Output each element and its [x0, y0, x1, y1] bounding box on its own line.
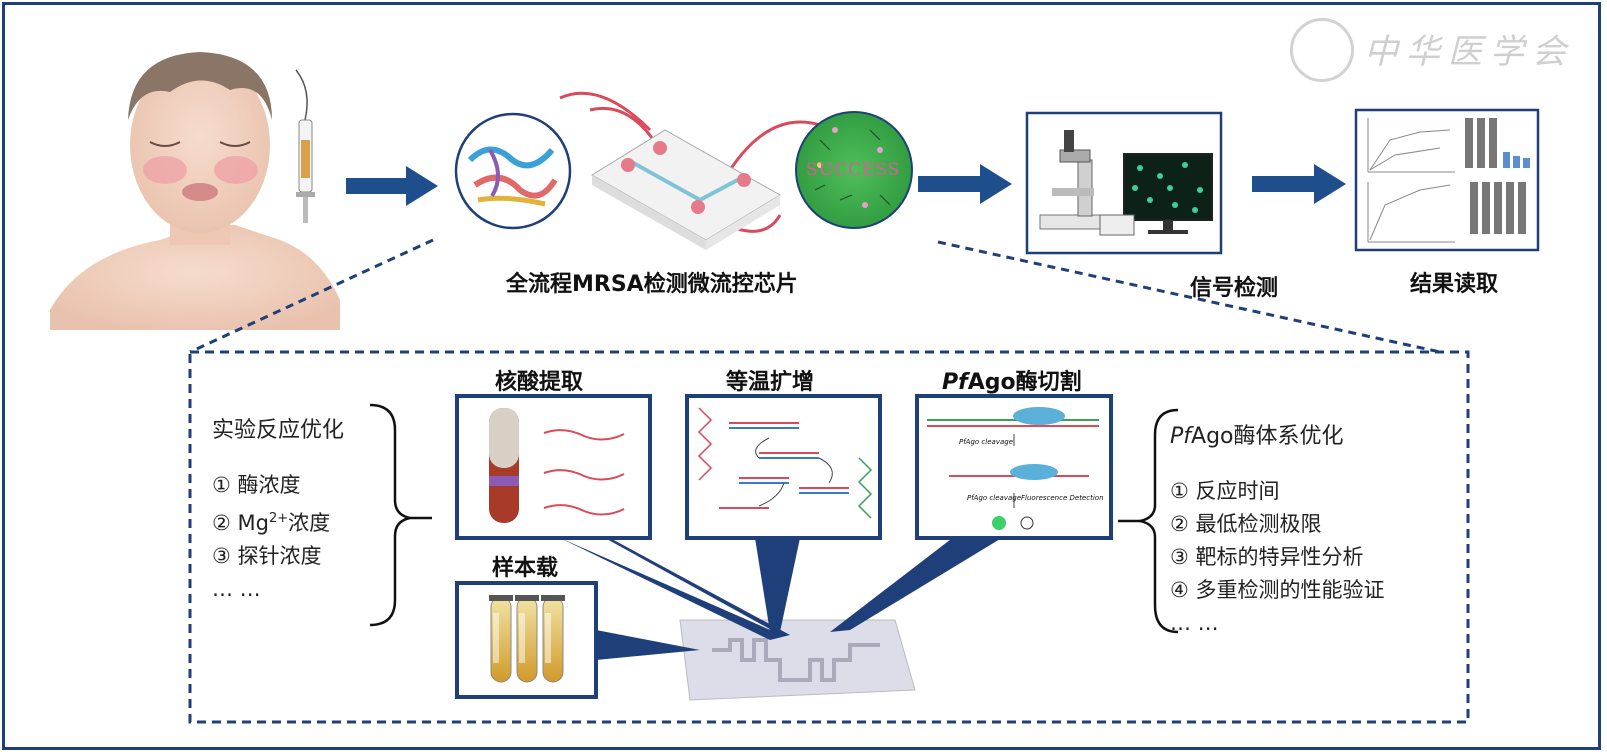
- callout-pointer-sample: [596, 630, 700, 660]
- syringe-icon: [295, 69, 315, 223]
- callout-pointer-extraction: [560, 538, 790, 640]
- sample-panel: [455, 581, 598, 699]
- result-plots-icon: [1367, 118, 1455, 243]
- detail-box: [188, 350, 1470, 724]
- signal-label: 信号检测: [1190, 276, 1279, 301]
- callout-pointer-amplification: [755, 538, 800, 632]
- cleavage-step1: PfAgo cleavage: [959, 438, 1013, 446]
- right-list-item-2: ② 最低检测极限: [1170, 512, 1322, 536]
- arrow-2: [918, 164, 1012, 204]
- microfluidic-chip-bottom: [679, 619, 916, 701]
- cleavage-panel: PfAgo cleavage PfAgo cleavage Fluorescen…: [915, 394, 1113, 540]
- right-list-item-4: ④ 多重检测的性能验证: [1170, 578, 1385, 602]
- right-list-title: PfAgo酶体系优化: [1170, 424, 1344, 449]
- left-brace: [369, 403, 411, 627]
- left-list-item-4: … …: [212, 577, 261, 601]
- right-list-item-5: … …: [1170, 611, 1219, 635]
- arrow-1: [346, 166, 438, 206]
- microscope-icon: [1039, 130, 1111, 230]
- arrow-3: [1252, 164, 1346, 204]
- result-bars-icon: [1465, 118, 1530, 234]
- right-list-item-3: ③ 靶标的特异性分析: [1170, 545, 1364, 569]
- sample-tubes-icon: [489, 595, 565, 683]
- monitor-icon: [1099, 153, 1213, 236]
- right-list-item-1: ① 反应时间: [1170, 479, 1280, 503]
- cleavage-label: PfAgo酶切割: [942, 370, 1082, 395]
- left-list-item-3: ③ 探针浓度: [212, 544, 322, 568]
- bacteria-circle: [454, 112, 572, 230]
- extraction-panel: [455, 394, 652, 540]
- watermark-seal-icon: [1290, 18, 1354, 82]
- callout-pointer-cleavage: [830, 536, 1005, 632]
- left-list-title: 实验反应优化: [212, 418, 345, 443]
- left-list-item-2: ② Mg2+浓度: [212, 511, 331, 535]
- cleavage-step2b: Fluorescence Detection: [1021, 494, 1104, 502]
- result-label: 结果读取: [1410, 272, 1499, 297]
- left-list-item-1: ① 酶浓度: [212, 473, 301, 497]
- dashed-connector-left: [189, 238, 434, 354]
- chip-label: 全流程MRSA检测微流控芯片: [506, 272, 798, 297]
- dashed-connector-right: [937, 240, 1441, 354]
- left-optimization-list: 实验反应优化 ① 酶浓度 ② Mg2+浓度 ③ 探针浓度 … …: [212, 414, 344, 606]
- watermark: 中华医学会: [1364, 32, 1574, 72]
- amplification-panel: [685, 394, 882, 540]
- extraction-label: 核酸提取: [495, 370, 584, 395]
- amplification-label: 等温扩增: [726, 370, 815, 395]
- patient-illustration: [50, 52, 340, 330]
- success-dish: [795, 111, 913, 229]
- right-optimization-list: PfAgo酶体系优化 ① 反应时间 ② 最低检测极限 ③ 靶标的特异性分析 ④ …: [1170, 420, 1385, 640]
- sample-label: 样本载: [492, 556, 559, 581]
- microfluidic-chip-top: [559, 91, 821, 250]
- cleavage-step2: PfAgo cleavage: [967, 494, 1021, 502]
- success-text: SUCCESS: [806, 160, 901, 180]
